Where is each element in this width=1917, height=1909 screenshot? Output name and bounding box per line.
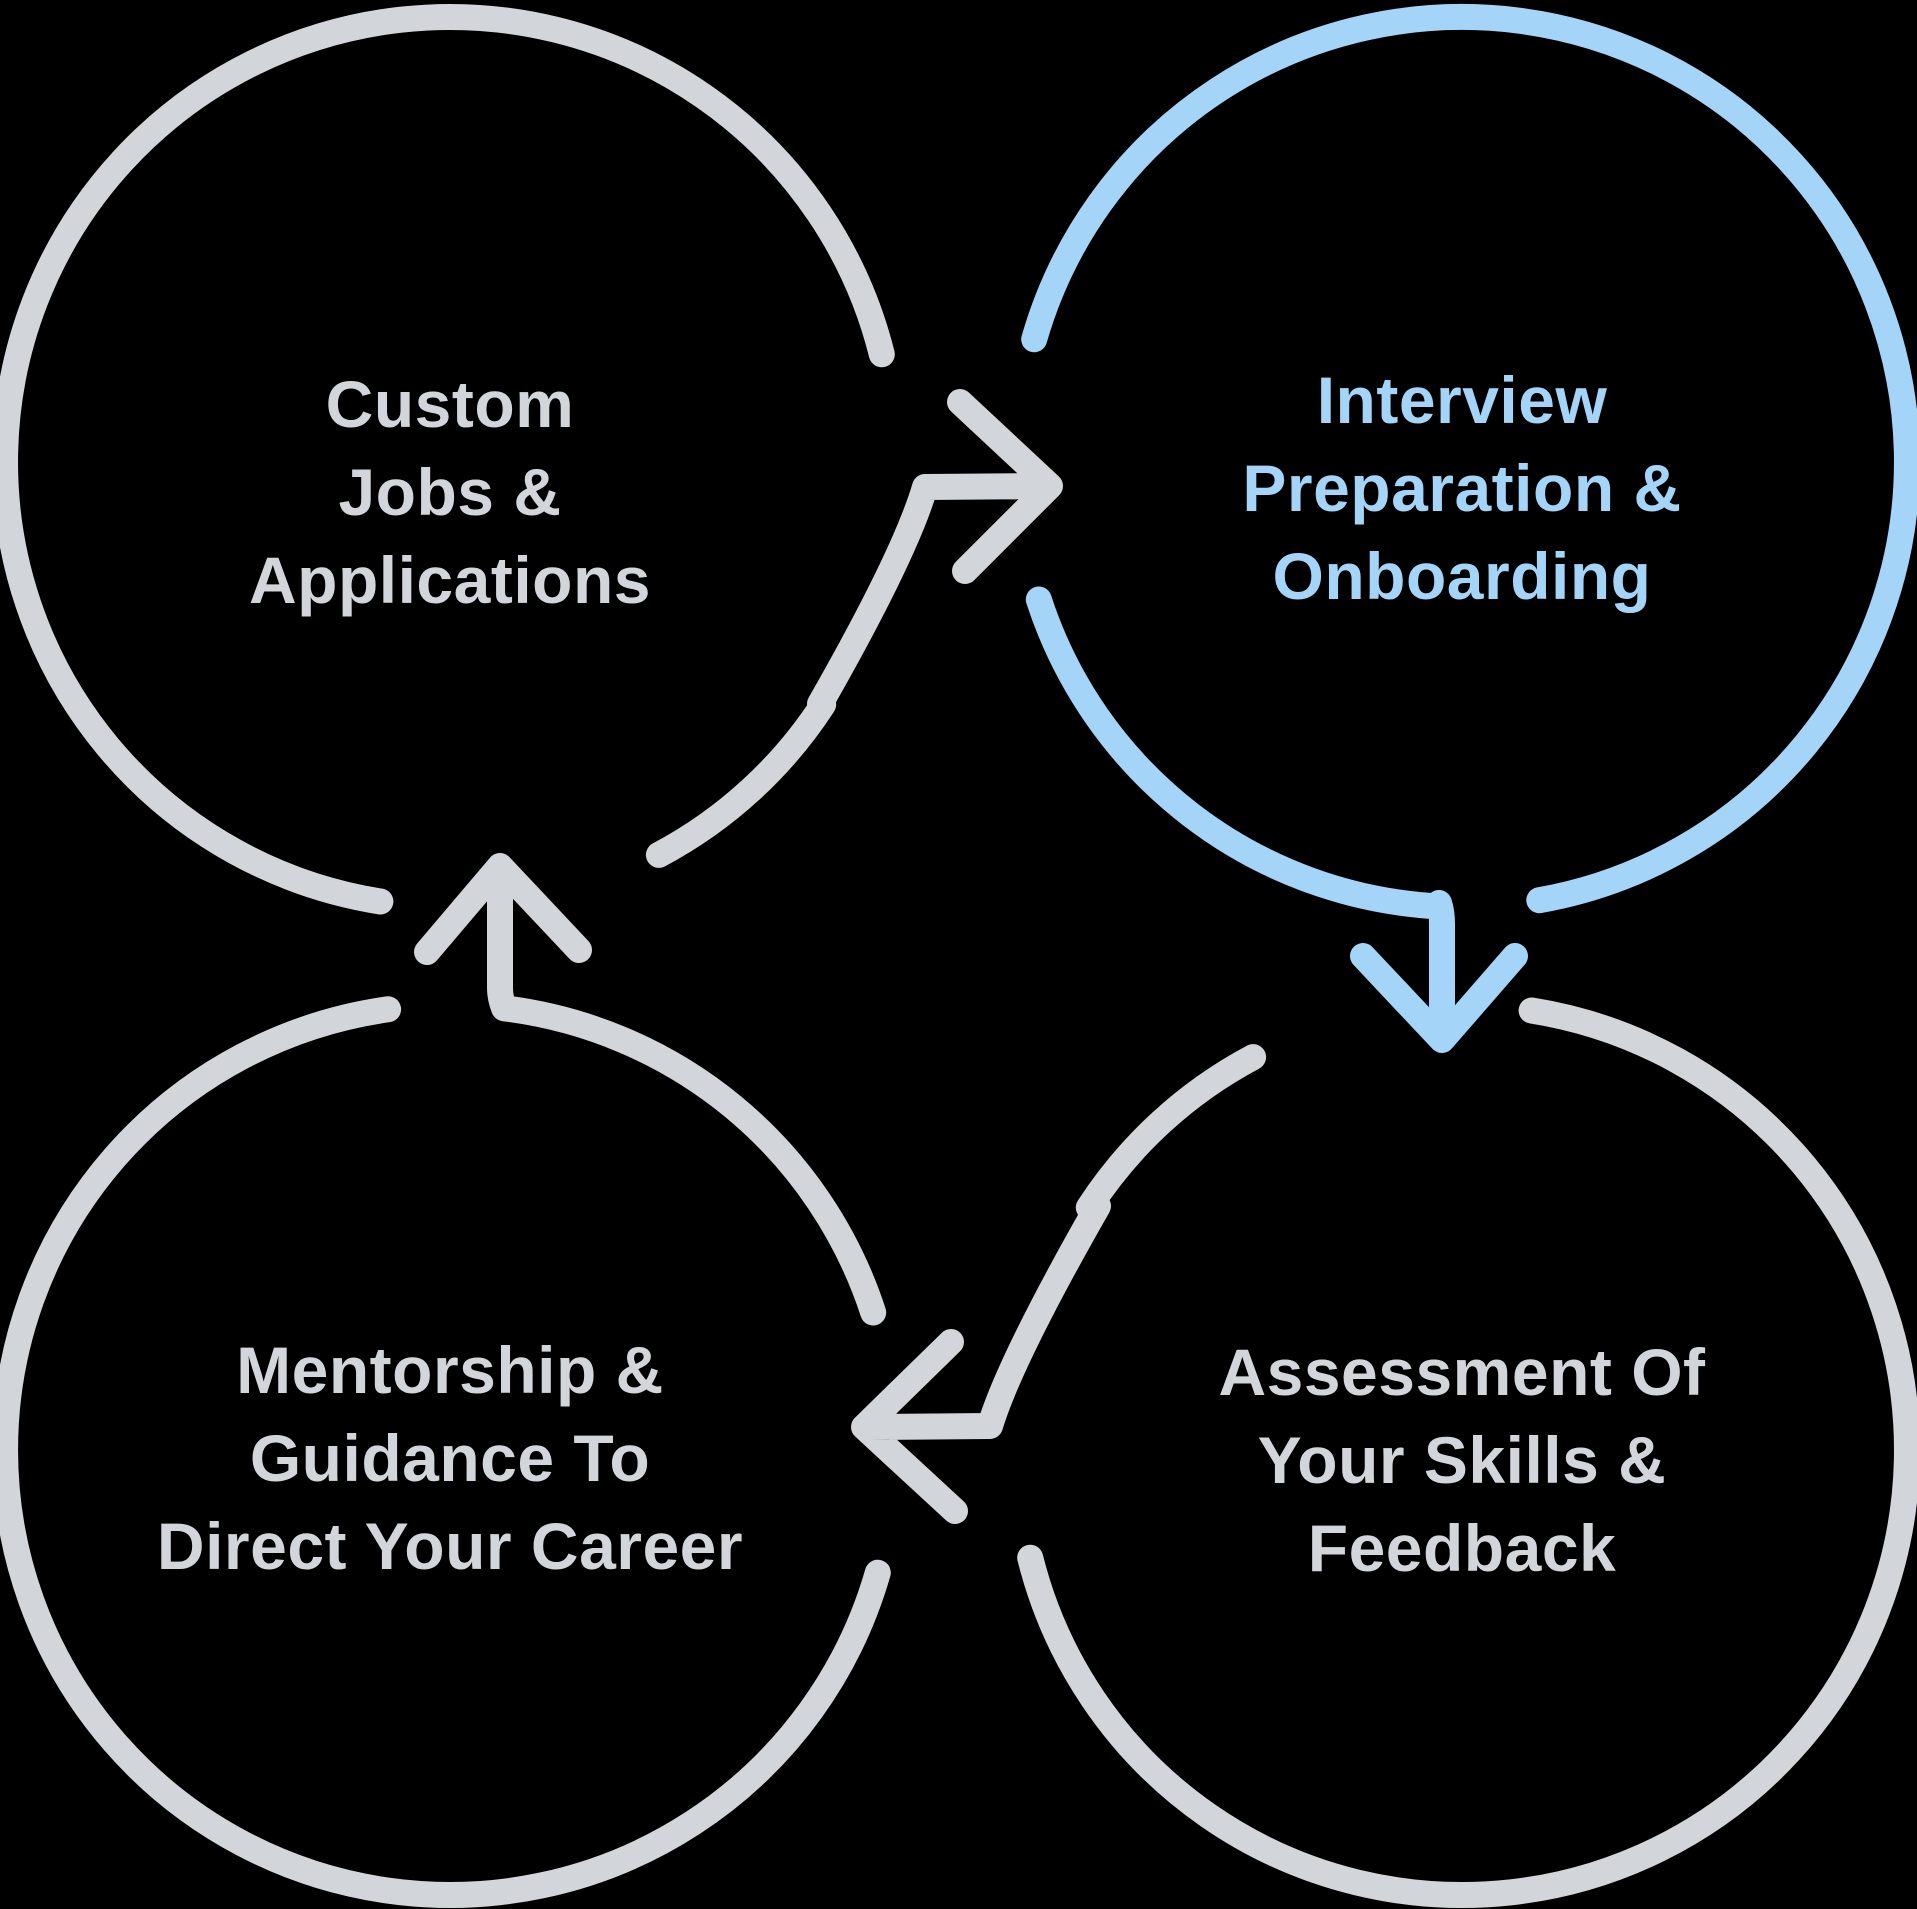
step-label-line: Mentorship & bbox=[236, 1333, 664, 1407]
step-label-line: Feedback bbox=[1307, 1511, 1617, 1585]
up-arrow-icon bbox=[414, 853, 592, 1021]
step-label-line: Applications bbox=[248, 543, 652, 617]
step-label-line: Guidance To bbox=[249, 1421, 651, 1495]
step-label-line: Direct Your Career bbox=[156, 1509, 744, 1583]
circle-assessment-small-arc bbox=[1075, 1044, 1267, 1221]
circle-custom-jobs-main-arc bbox=[0, 3, 895, 915]
step-label-line: Onboarding bbox=[1272, 539, 1652, 613]
step-label-mentorship: Mentorship & Guidance To Direct Your Car… bbox=[40, 1326, 860, 1590]
step-label-custom-jobs: Custom Jobs & Applications bbox=[40, 360, 860, 624]
step-label-line: Custom bbox=[325, 367, 575, 441]
down-arrow-icon bbox=[1350, 890, 1528, 1053]
step-label-line: Your Skills & bbox=[1257, 1423, 1667, 1497]
circle-interview-main-arc bbox=[1021, 3, 1917, 914]
circle-custom-jobs-small-arc bbox=[645, 691, 837, 868]
step-label-line: Interview bbox=[1316, 363, 1608, 437]
step-label-line: Preparation & bbox=[1242, 451, 1682, 525]
circle-assessment-main-arc bbox=[1017, 997, 1917, 1909]
step-label-interview-preparation: Interview Preparation & Onboarding bbox=[1052, 356, 1872, 620]
right-arrow-icon bbox=[807, 389, 1063, 717]
circle-mentorship-small-arc bbox=[491, 995, 887, 1326]
circle-interview-small-arc bbox=[1025, 586, 1452, 920]
step-label-line: Jobs & bbox=[338, 455, 562, 529]
step-label-line: Assessment Of bbox=[1218, 1335, 1706, 1409]
circle-mentorship-main-arc bbox=[0, 996, 891, 1908]
left-arrow-icon bbox=[851, 1193, 1111, 1524]
step-label-assessment: Assessment Of Your Skills & Feedback bbox=[1052, 1328, 1872, 1592]
